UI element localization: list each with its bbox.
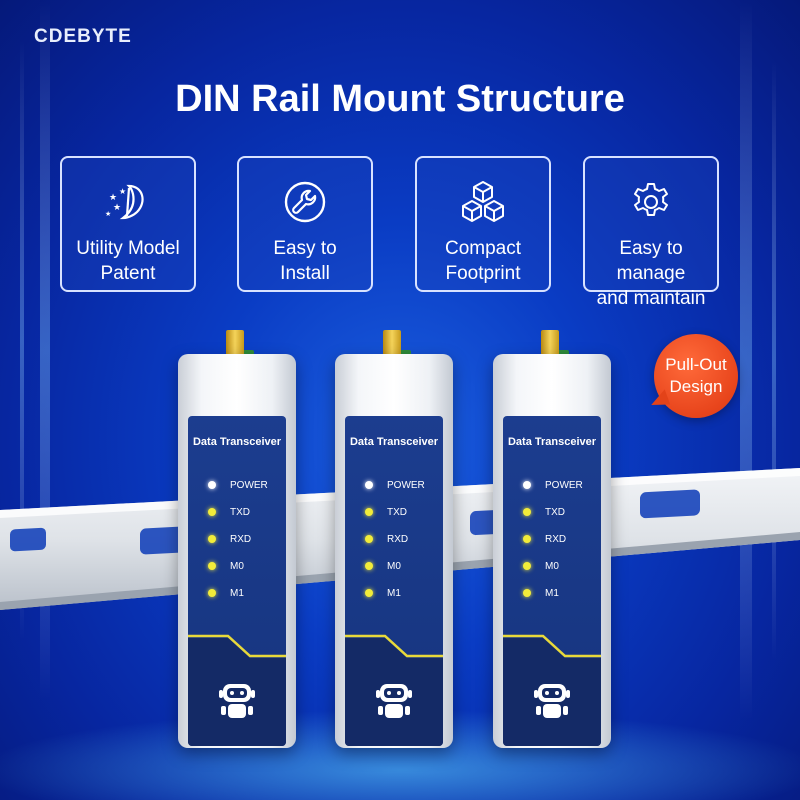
- led-m1: [523, 589, 531, 597]
- led-m0: [365, 562, 373, 570]
- wrench-icon: [239, 180, 371, 224]
- device-case: Data Transceiver POWER TXD RXD M0 M1: [493, 354, 611, 748]
- robot-logo-icon: [345, 634, 443, 746]
- device-left: Data Transceiver POWER TXD RXD M0 M1: [178, 330, 296, 750]
- device-case: Data Transceiver POWER TXD RXD M0 M1: [178, 354, 296, 748]
- indicator-power: POWER: [523, 478, 583, 492]
- led-rxd: [365, 535, 373, 543]
- device-title: Data Transceiver: [507, 436, 597, 448]
- svg-text:★: ★: [119, 187, 126, 196]
- led-txd: [523, 508, 531, 516]
- feature-card-footprint: Compact Footprint: [415, 156, 551, 292]
- led-txd: [365, 508, 373, 516]
- gear-icon: [585, 180, 717, 224]
- cubes-icon: [417, 180, 549, 224]
- led-power: [523, 481, 531, 489]
- svg-text:★: ★: [113, 202, 121, 212]
- patent-icon: ★ ★ ★ ★: [62, 180, 194, 224]
- led-m1: [208, 589, 216, 597]
- device-panel: Data Transceiver POWER TXD RXD M0 M1: [345, 416, 443, 746]
- indicator-rxd: RXD: [208, 532, 251, 546]
- device-panel: Data Transceiver POWER TXD RXD M0 M1: [503, 416, 601, 746]
- indicator-rxd: RXD: [365, 532, 408, 546]
- feature-label: Easy to Install: [273, 238, 337, 284]
- indicator-m0: M0: [365, 559, 401, 573]
- feature-card-maintain: Easy to manage and maintain: [583, 156, 719, 309]
- indicator-m1: M1: [365, 586, 401, 600]
- svg-text:★: ★: [109, 192, 117, 202]
- device-case: Data Transceiver POWER TXD RXD M0 M1: [335, 354, 453, 748]
- indicator-power: POWER: [208, 478, 268, 492]
- indicator-rxd: RXD: [523, 532, 566, 546]
- robot-logo-icon: [503, 634, 601, 746]
- indicator-power: POWER: [365, 478, 425, 492]
- feature-label: Easy to manage and maintain: [596, 238, 706, 309]
- indicator-m0: M0: [523, 559, 559, 573]
- led-power: [208, 481, 216, 489]
- indicator-txd: TXD: [208, 505, 250, 519]
- led-power: [365, 481, 373, 489]
- device-right: Data Transceiver POWER TXD RXD M0 M1: [493, 330, 611, 750]
- device-title: Data Transceiver: [349, 436, 439, 448]
- feature-card-install: Easy to Install: [237, 156, 373, 292]
- indicator-m0: M0: [208, 559, 244, 573]
- pull-out-badge: Pull-Out Design: [647, 334, 738, 418]
- feature-label: Compact Footprint: [444, 238, 522, 284]
- device-title: Data Transceiver: [192, 436, 282, 448]
- indicator-m1: M1: [523, 586, 559, 600]
- robot-logo-icon: [188, 634, 286, 746]
- led-m0: [208, 562, 216, 570]
- page-title: DIN Rail Mount Structure: [175, 78, 625, 120]
- svg-text:★: ★: [105, 210, 111, 218]
- device-panel: Data Transceiver POWER TXD RXD M0 M1: [188, 416, 286, 746]
- led-rxd: [208, 535, 216, 543]
- indicator-txd: TXD: [523, 505, 565, 519]
- indicator-m1: M1: [208, 586, 244, 600]
- led-txd: [208, 508, 216, 516]
- led-m1: [365, 589, 373, 597]
- badge-text: Pull-Out Design: [665, 355, 727, 396]
- led-m0: [523, 562, 531, 570]
- feature-label: Utility Model Patent: [76, 238, 180, 284]
- device-center: Data Transceiver POWER TXD RXD M0 M1: [335, 330, 453, 750]
- feature-card-patent: ★ ★ ★ ★ Utility Model Patent: [60, 156, 196, 292]
- led-rxd: [523, 535, 531, 543]
- brand-logo: CDEBYTE: [34, 26, 132, 47]
- indicator-txd: TXD: [365, 505, 407, 519]
